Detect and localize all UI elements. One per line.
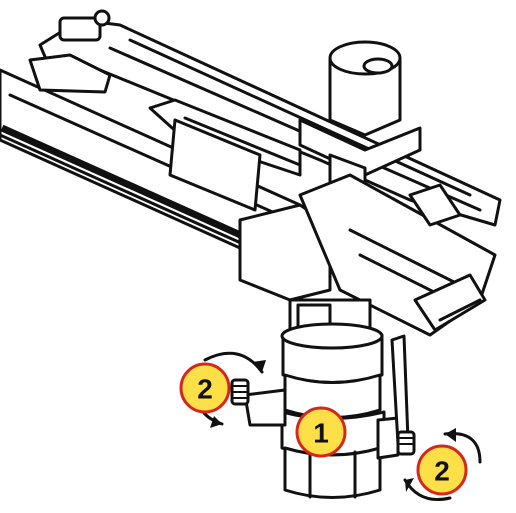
left-clamp [230,378,287,427]
callout-label: 2 [434,456,450,487]
body-housing [238,173,497,337]
right-clamp [376,334,416,460]
callout-right-screw: 2 [416,444,468,496]
spring-pin [148,98,302,212]
callout-label: 1 [313,418,329,449]
callout-badge [179,362,231,414]
callout-badge [416,444,468,496]
callout-badge [295,406,347,458]
callout-label: 2 [197,374,213,405]
callout-left-screw: 2 [179,362,231,414]
callout-center-nut: 1 [295,406,347,458]
